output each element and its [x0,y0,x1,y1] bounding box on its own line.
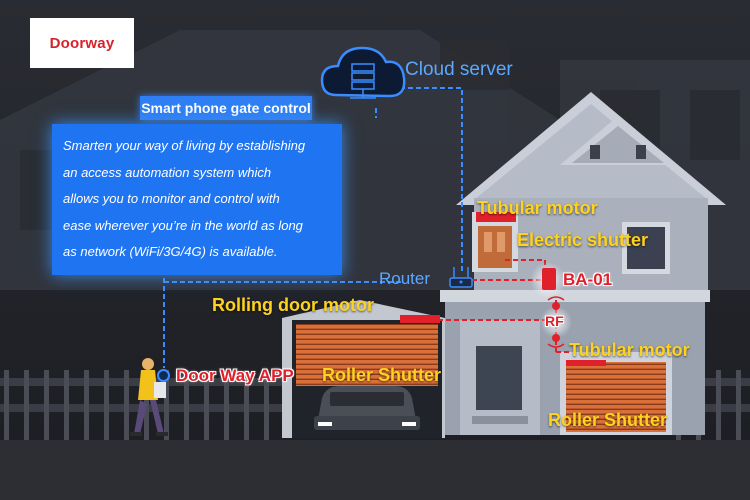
card-line: an access automation system which [63,164,272,180]
door-way-app-label: Door Way APP [176,366,294,385]
rolling-door-motor-label: Rolling door motor [212,295,374,315]
card-title: Smart phone gate control [140,96,312,120]
ba01-label: BA-01 [563,270,613,289]
cloud-server-label: Cloud server [405,59,513,80]
main-house [440,92,726,435]
roller-shutter-garage-label: Roller Shutter [322,365,442,385]
card-line: ease wherever you’re in the world as lon… [63,217,303,233]
ba01-controller-icon [530,262,566,298]
network-lines [163,87,572,368]
router-label: Router [379,269,431,288]
card-line: Smarten your way of living by establishi… [63,138,306,153]
car [314,386,420,430]
router-icon [449,267,473,288]
rf-receiver-icon [540,296,572,348]
card-body: Smarten your way of living by establishi… [52,124,342,275]
card-line: as network (WiFi/3G/4G) is available. [63,244,278,259]
brand-logo: Doorway [30,18,134,68]
person-figure [130,358,168,436]
card-line: allows you to monitor and control with [63,191,280,206]
roller-shutter-side-label: Roller Shutter [548,410,668,430]
tubular-motor-top-label: Tubular motor [477,198,598,218]
cloud-server-icon [320,46,406,99]
electric-shutter-label: Electric shutter [517,230,649,250]
tubular-motor-side-label: Tubular motor [569,340,690,360]
app-location-icon [157,369,170,382]
rf-label: RF [545,313,564,329]
left-garage [282,300,445,438]
brand-name: Doorway [49,34,115,52]
